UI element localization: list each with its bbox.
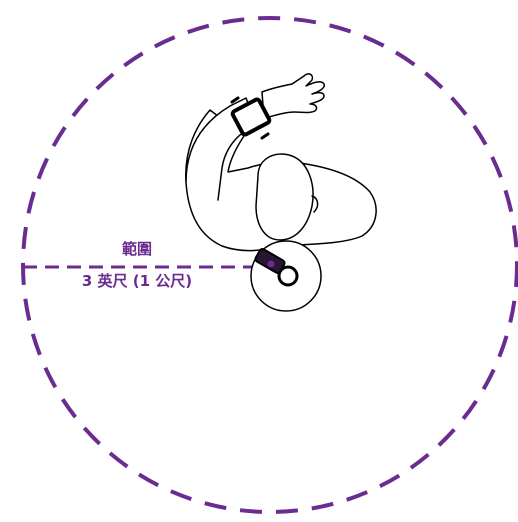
person-top-view-icon [186, 74, 376, 251]
person-hand [262, 74, 324, 118]
range-title-label: 範圍 [122, 240, 152, 258]
range-distance-label: 3 英尺 (1 公尺) [82, 272, 192, 290]
